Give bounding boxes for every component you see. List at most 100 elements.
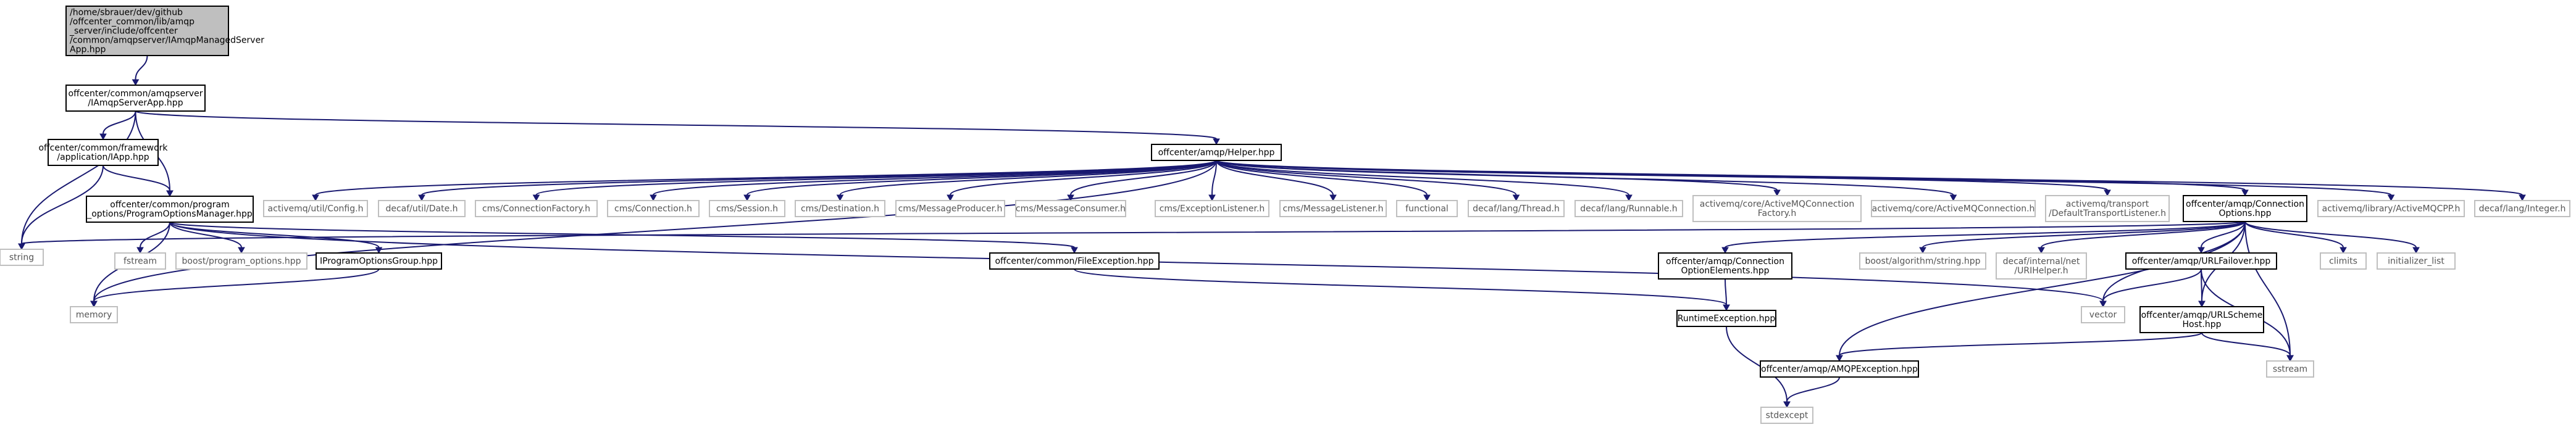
node-label-line: memory (76, 310, 112, 320)
node-box (475, 200, 598, 217)
node-box (2377, 252, 2456, 270)
node-box (1279, 200, 1387, 217)
node-label-line: offcenter/common/program (110, 200, 229, 210)
node-label-line: App.hpp (70, 45, 106, 55)
edge-connopts-to-urlfailover (2198, 221, 2246, 254)
edge-line (169, 222, 242, 248)
edge-line (169, 222, 380, 248)
edge-arrowhead (1783, 401, 1791, 408)
node-label-line: offcenter/amqp/Connection (1666, 257, 1784, 267)
edge-line (1216, 160, 1629, 196)
edge-arrowhead (1329, 194, 1337, 202)
node-iprogoptsgroup[interactable]: IProgramOptionsGroup.hpp (316, 252, 442, 270)
node-h_producer: cms/MessageProducer.h (895, 200, 1005, 217)
edge-line (1211, 160, 1217, 196)
edge-arrowhead (532, 194, 540, 202)
edge-arrowhead (1625, 194, 1633, 202)
node-label-line: decaf/util/Date.h (385, 204, 458, 214)
edge-arrowhead (2198, 247, 2205, 254)
edge-arrowhead (418, 194, 425, 202)
node-h_functional: functional (1396, 200, 1458, 217)
node-label-line: offcenter/amqp/URLFailover.hpp (2132, 257, 2271, 267)
node-helper[interactable]: offcenter/amqp/Helper.hpp (1151, 144, 1282, 161)
node-connoptelems[interactable]: offcenter/amqp/ConnectionOptionElements.… (1658, 252, 1792, 280)
node-runtimeex[interactable]: RuntimeException.hpp (1676, 310, 1776, 327)
node-fstream: fstream (114, 252, 166, 270)
node-label-line: boost/algorithm/string.hpp (1865, 257, 1980, 267)
edge-arrowhead (1208, 194, 1216, 202)
node-box (114, 252, 166, 270)
edge-line (2201, 221, 2246, 248)
node-label-line: activemq/transport (2066, 199, 2149, 209)
node-label-line: activemq/util/Config.h (268, 204, 364, 214)
node-label-line: activemq/library/ActiveMQCPP.h (2322, 204, 2461, 214)
edge-line (1074, 268, 1727, 305)
node-label-line: _server/include/offcenter (69, 27, 178, 36)
node-box (2125, 252, 2277, 270)
node-fileexception[interactable]: offcenter/common/FileException.hpp (989, 252, 1160, 270)
node-h_destination: cms/Destination.h (795, 200, 885, 217)
edge-arrowhead (2104, 189, 2111, 197)
node-box (1396, 200, 1458, 217)
node-box (1574, 200, 1683, 217)
edge-helper-to-h_consumer (1067, 160, 1217, 202)
node-label-line: offcenter/common/FileException.hpp (995, 257, 1153, 267)
edge-helper-to-h_date (418, 160, 1217, 202)
node-framework_iapp[interactable]: offcenter/common/framework/application/I… (38, 139, 168, 166)
node-climits: climits (2320, 252, 2367, 270)
edge-helper-to-memory (90, 160, 1217, 308)
node-box (86, 196, 254, 223)
edge-line (1216, 160, 1334, 196)
edge-line (102, 165, 170, 191)
node-label-line: cms/Session.h (716, 204, 778, 214)
edge-connopts-to-boost_string (1919, 221, 2246, 254)
edge-arrowhead (2340, 247, 2347, 254)
node-stdexcept: stdexcept (1760, 407, 1813, 424)
node-label-line: RuntimeException.hpp (1678, 314, 1776, 324)
node-label-line: cms/MessageProducer.h (898, 204, 1003, 214)
node-string: string (0, 249, 44, 266)
edge-line (950, 160, 1217, 196)
edge-urlfailover-to-vector (2099, 268, 2202, 308)
node-iamqpserverapp[interactable]: offcenter/common/amqpserver/IAmqpServerA… (65, 85, 206, 112)
edge-line (421, 160, 1217, 196)
node-vector: vector (2081, 306, 2125, 323)
node-h_connfactory: cms/ConnectionFactory.h (475, 200, 598, 217)
node-amqpex[interactable]: offcenter/amqp/AMQPException.hpp (1760, 360, 1919, 378)
edge-iamqpserverapp-to-framework_iapp (99, 110, 136, 141)
edge-iamqpserverapp-to-string (18, 110, 136, 251)
edge-line (135, 55, 148, 80)
edge-fileexception-to-runtimeex (1074, 268, 1730, 312)
node-label-line: offcenter/amqp/URLScheme (2141, 310, 2263, 320)
node-label-line: /DefaultTransportListener.h (2049, 209, 2166, 218)
node-root[interactable]: /home/sbrauer/dev/github/offcenter_commo… (65, 6, 264, 56)
node-box (1692, 195, 1862, 222)
node-progopts[interactable]: offcenter/common/program_options/Program… (86, 196, 254, 223)
node-label-line: initializer_list (2388, 257, 2444, 267)
edge-arrowhead (2412, 247, 2420, 254)
node-label-line: sstream (2273, 365, 2307, 375)
node-box (607, 200, 700, 217)
edge-arrowhead (2198, 301, 2206, 308)
edge-line (2102, 268, 2202, 302)
node-label-line: stdexcept (1766, 411, 1809, 421)
edge-connopts-to-initlist (2244, 221, 2420, 254)
node-h_activemqcpp: activemq/library/ActiveMQCPP.h (2317, 200, 2465, 217)
node-box (2045, 195, 2170, 222)
edge-arrowhead (2387, 194, 2395, 202)
node-urlfailover[interactable]: offcenter/amqp/URLFailover.hpp (2125, 252, 2277, 270)
node-label-line: /common/amqpserver/IAmqpManagedServer (70, 36, 264, 46)
node-box (709, 200, 785, 217)
edge-connopts-to-urihelper (2038, 221, 2246, 254)
node-label-line: functional (1405, 204, 1449, 214)
edge-helper-to-h_runnable (1216, 160, 1633, 202)
edge-iamqpserverapp-to-helper (135, 110, 1220, 146)
node-label-line: cms/MessageListener.h (1282, 204, 1383, 214)
nodes-layer: /home/sbrauer/dev/github/offcenter_commo… (0, 6, 2570, 424)
edge-line (21, 221, 2246, 244)
edge-line (1216, 160, 2392, 196)
edge-arrowhead (1949, 194, 1957, 202)
edge-line (2244, 221, 2344, 248)
